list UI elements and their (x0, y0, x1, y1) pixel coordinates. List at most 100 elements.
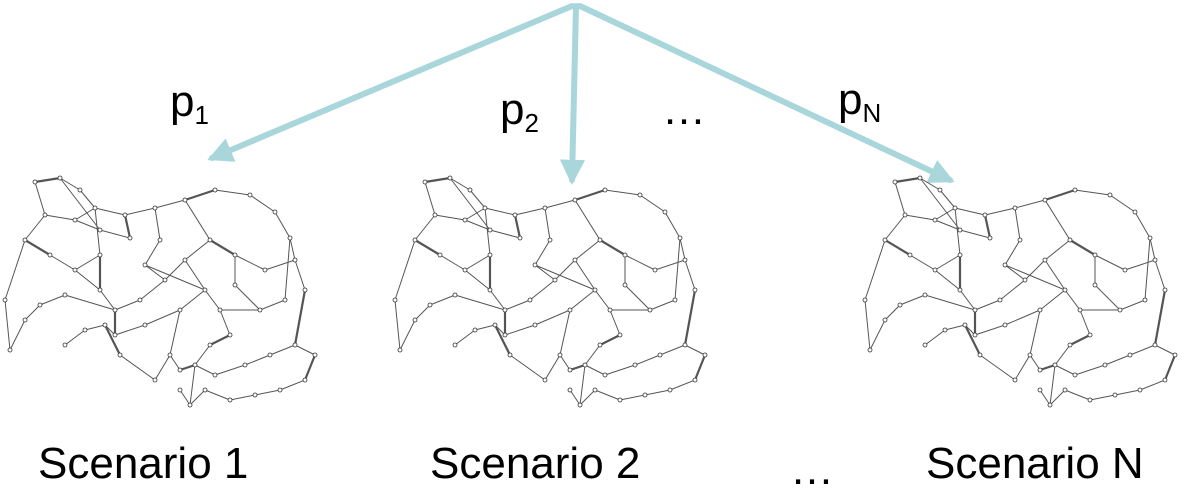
network-line (234, 284, 261, 311)
network-line (574, 199, 601, 241)
network-bus-node (572, 197, 578, 203)
network-bus-node (582, 362, 588, 368)
probability-symbol: p (170, 77, 195, 126)
network-line (269, 344, 296, 356)
network-bus-node (182, 257, 188, 263)
network-line (484, 207, 516, 216)
network-line (504, 324, 536, 336)
network-bus-node (487, 227, 493, 233)
network-line (24, 304, 41, 321)
network-line (869, 319, 886, 351)
network-line (154, 207, 161, 241)
network-line (654, 259, 686, 271)
network-line (679, 237, 686, 261)
network-line (864, 299, 871, 351)
network-line (484, 207, 491, 256)
network-bus-node (557, 352, 563, 358)
network-bus-node (187, 402, 193, 408)
network-line (1129, 344, 1156, 356)
network-bus-node (142, 322, 148, 328)
network-bus-node (977, 352, 983, 358)
network-line (184, 199, 211, 241)
probability-label-n: pN (838, 78, 881, 127)
network-line (594, 389, 621, 401)
network-bus-node (1022, 277, 1028, 283)
network-line (469, 189, 486, 209)
network-line (84, 324, 106, 331)
top-ellipsis: … (662, 85, 708, 134)
network-line (164, 259, 186, 281)
network-bus-node (182, 197, 188, 203)
network-line (1014, 354, 1031, 381)
network-line (284, 237, 291, 301)
network-bus-node (487, 252, 493, 258)
network-line (1004, 309, 1041, 326)
network-line (504, 299, 531, 311)
network-bus-node (592, 387, 598, 393)
network-line (249, 194, 276, 213)
network-bus-node (1072, 187, 1078, 193)
network-bus-node (1037, 387, 1043, 393)
network-line (209, 334, 231, 346)
network-bus-node (682, 257, 688, 263)
scenario-label-1: Scenario 1 (38, 439, 249, 488)
network-line (154, 354, 171, 381)
network-bus-node (202, 287, 208, 293)
network-bus-node (427, 302, 433, 308)
network-bus-node (252, 392, 258, 398)
network-line (259, 299, 286, 311)
network-bus-node (532, 322, 538, 328)
probability-subscript: 2 (524, 108, 539, 138)
network-bus-node (962, 322, 968, 328)
network-bus-node (937, 187, 943, 193)
network-bus-node (1017, 237, 1023, 243)
network-line (513, 214, 522, 239)
network-line (454, 294, 506, 311)
network-bus-node (702, 352, 708, 358)
network-line (644, 389, 671, 396)
network-bus-node (2, 297, 8, 303)
network-bus-node (112, 332, 118, 338)
network-line (449, 177, 471, 191)
probability-label-2: p2 (500, 88, 539, 138)
network-bus-node (982, 212, 988, 218)
network-line (514, 207, 546, 216)
network-line (684, 259, 696, 291)
network-line (24, 239, 51, 256)
network-line (669, 379, 696, 391)
network-bus-node (692, 377, 698, 383)
network-bus-node (667, 387, 673, 393)
network-bus-node (227, 332, 233, 338)
network-bus-node (1152, 342, 1158, 348)
network-bus-node (597, 237, 603, 243)
network-bus-node (957, 287, 963, 293)
network-line (464, 269, 491, 291)
network-bus-node (902, 212, 908, 218)
network-bus-node (452, 292, 458, 298)
network-bus-node (932, 217, 938, 223)
network-line (114, 299, 141, 311)
network-line (234, 254, 266, 271)
network-line (569, 363, 586, 372)
network-line (934, 269, 961, 291)
network-bus-node (957, 252, 963, 258)
network-line (599, 334, 621, 346)
network-line (414, 304, 431, 321)
arrow-to-scenario-n (577, 3, 955, 183)
network-bus-node (7, 347, 13, 353)
network-bus-node (577, 402, 583, 408)
network-line (1004, 239, 1021, 266)
probability-label-1: p1 (170, 77, 209, 129)
network-bus-node (77, 187, 83, 193)
network-line (634, 354, 661, 366)
network-bus-node (247, 192, 253, 198)
network-line (574, 239, 601, 261)
network-line (534, 309, 571, 326)
network-line (1153, 289, 1167, 346)
network-line (1134, 211, 1151, 239)
network-line (64, 329, 86, 346)
network-line (964, 324, 981, 356)
network-bus-node (882, 317, 888, 323)
network-line (464, 219, 491, 231)
network-line (534, 239, 551, 266)
